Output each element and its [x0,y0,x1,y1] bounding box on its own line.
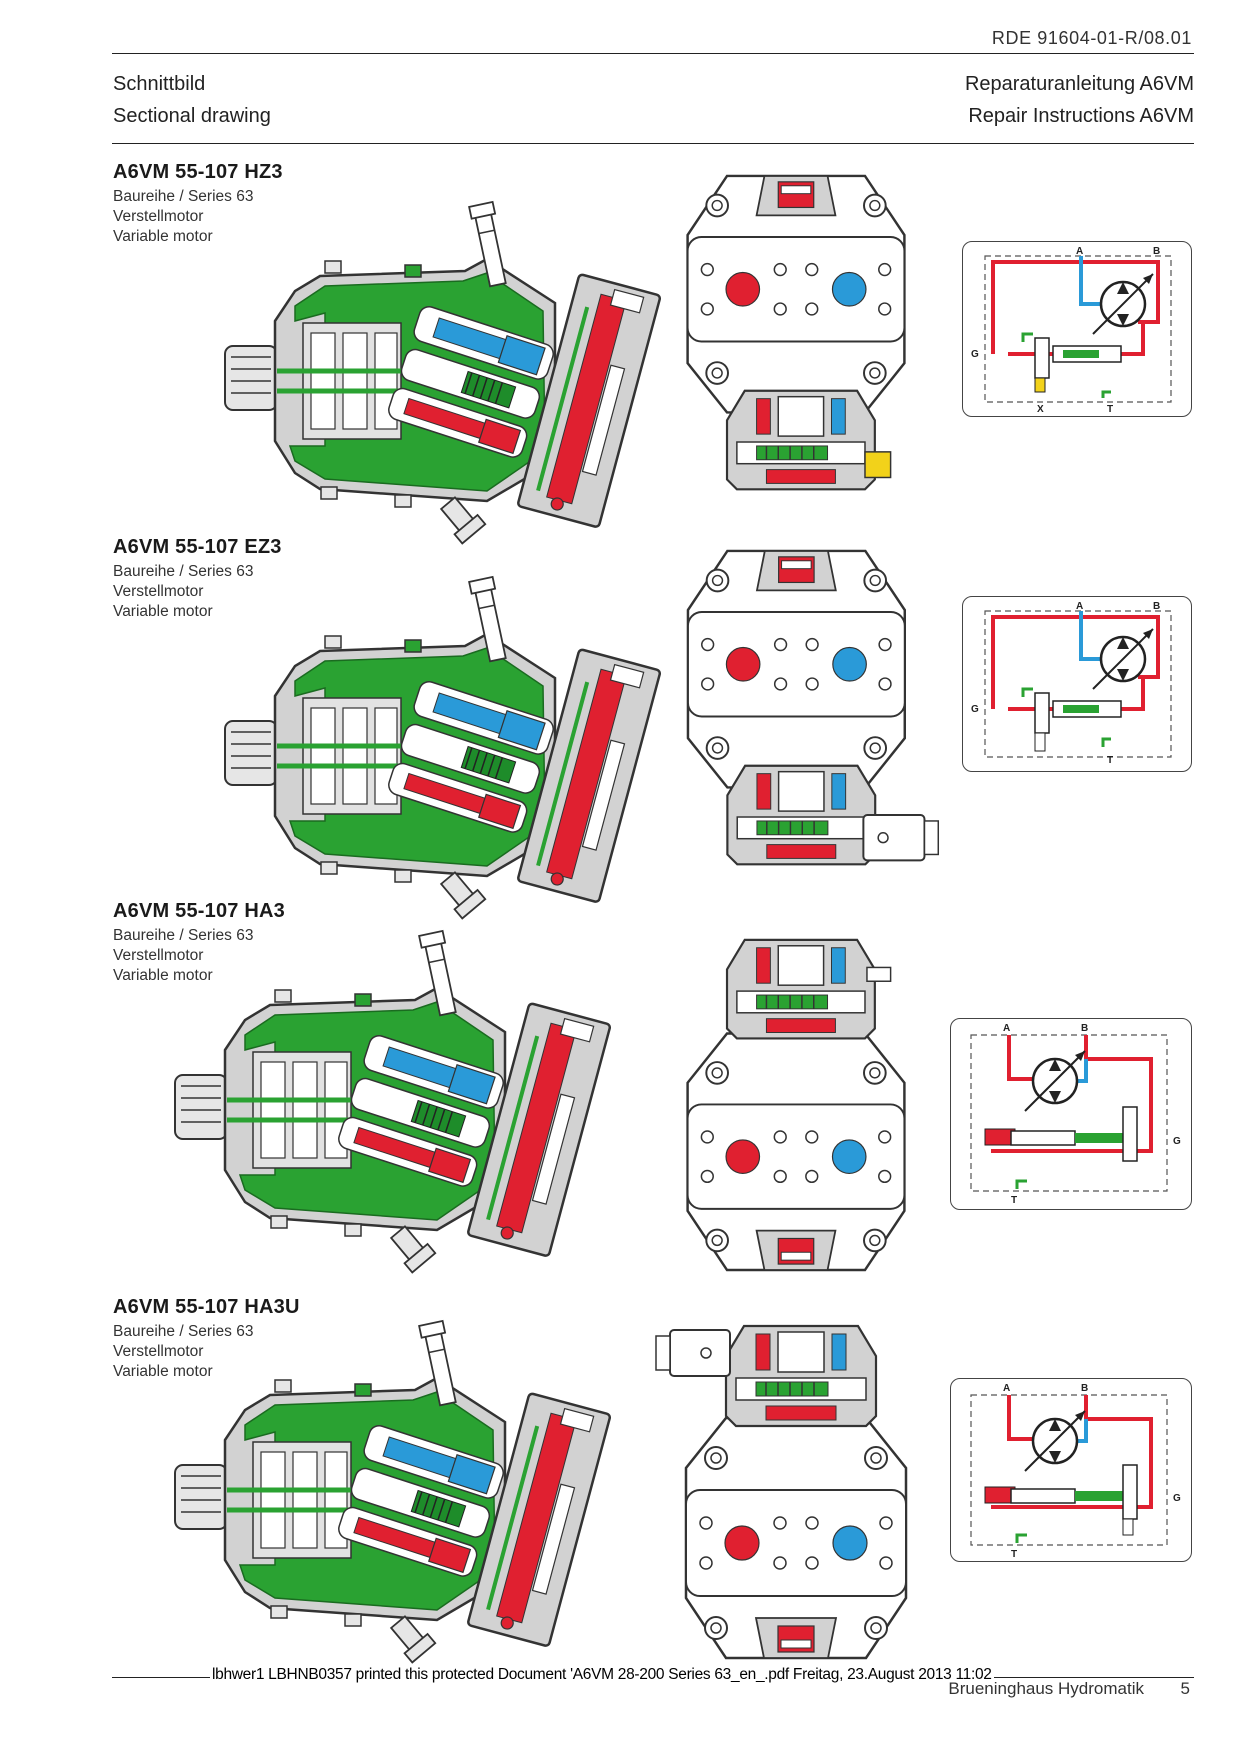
sectional-side-view [225,576,665,896]
port-label-a: A [1003,1023,1010,1034]
port-label-x: X [1037,404,1044,415]
model-type-en: Variable motor [113,1363,213,1380]
model-series: Baureihe / Series 63 [113,1323,254,1340]
model-type-en: Variable motor [113,228,213,245]
port-label-b: B [1081,1023,1088,1034]
section-ha3: A6VM 55-107 HA3 Baureihe / Series 63 Ver… [0,900,1240,1260]
section-label-en: Sectional drawing [113,105,271,127]
port-label-g: G [971,349,979,360]
port-label-t: T [1107,755,1113,766]
port-label-a: A [1076,246,1083,257]
model-description: Baureihe / Series 63 Verstellmotor Varia… [113,562,253,622]
port-plate-top-view [686,174,906,491]
port-plate-top-view [686,938,906,1272]
port-label-b: B [1153,246,1160,257]
port-label-t: T [1011,1549,1017,1560]
port-label-g: G [1173,1493,1181,1504]
model-type-en: Variable motor [113,967,213,984]
model-type-de: Verstellmotor [113,1343,204,1360]
print-notice: lbhwer1 LBHNB0357 printed this protected… [210,1666,994,1684]
port-label-b: B [1153,601,1160,612]
header-bottom-rule [112,143,1194,144]
model-series: Baureihe / Series 63 [113,188,254,205]
section-ez3: A6VM 55-107 EZ3 Baureihe / Series 63 Ver… [0,536,1240,896]
model-description: Baureihe / Series 63 Verstellmotor Varia… [113,187,253,247]
port-label-a: A [1076,601,1083,612]
model-description: Baureihe / Series 63 Verstellmotor Varia… [113,926,253,986]
schematic-diagram: A B G T [970,1383,1181,1560]
hydraulic-schematic: A B G T [950,1018,1192,1210]
hydraulic-schematic: A B G X T [962,241,1192,417]
company-name: Brueninghaus Hydromatik [948,1679,1144,1698]
solenoid-plug [862,814,926,862]
model-type-de: Verstellmotor [113,208,204,225]
header-left: Schnittbild Sectional drawing [113,68,271,132]
hydraulic-pilot-connector [864,451,892,479]
model-description: Baureihe / Series 63 Verstellmotor Varia… [113,1322,253,1382]
port-label-t: T [1107,404,1113,415]
header-top-rule [112,53,1194,54]
section-ha3u: A6VM 55-107 HA3U Baureihe / Series 63 Ve… [0,1296,1240,1656]
port-plate-top-view [655,1324,908,1660]
schematic-diagram: A B G X T [971,246,1172,415]
port-label-g: G [971,704,979,715]
schematic-diagram: A B G T [970,1023,1181,1206]
page-number: 5 [1180,1679,1190,1698]
port-label-b: B [1081,1383,1088,1394]
port-label-g: G [1173,1136,1181,1147]
document-number: RDE 91604-01-R/08.01 [991,28,1192,48]
model-type-en: Variable motor [113,603,213,620]
sectional-side-view [175,1320,615,1640]
schematic-diagram: A B G T [971,601,1172,766]
port-label-a: A [1003,1383,1010,1394]
manual-title-de: Reparaturanleitung A6VM [964,73,1194,95]
manual-title-en: Repair Instructions A6VM [968,105,1194,127]
section-hz3: A6VM 55-107 HZ3 Baureihe / Series 63 Ver… [0,161,1240,521]
model-title: A6VM 55-107 HZ3 [113,161,283,183]
model-series: Baureihe / Series 63 [113,563,254,580]
model-type-de: Verstellmotor [113,583,204,600]
section-label-de: Schnittbild [113,73,206,95]
model-type-de: Verstellmotor [113,947,204,964]
model-series: Baureihe / Series 63 [113,927,254,944]
solenoid-plug [669,1329,731,1377]
model-title: A6VM 55-107 HA3 [113,900,285,922]
hydraulic-schematic: A B G T [962,596,1192,772]
model-title: A6VM 55-107 HA3U [113,1296,300,1318]
header-right: Reparaturanleitung A6VM Repair Instructi… [965,68,1194,132]
model-title: A6VM 55-107 EZ3 [113,536,282,558]
sectional-side-view [175,930,615,1250]
port-label-t: T [1011,1195,1017,1206]
port-plate-top-view [686,549,940,866]
hydraulic-schematic: A B G T [950,1378,1192,1562]
sectional-side-view [225,201,665,521]
